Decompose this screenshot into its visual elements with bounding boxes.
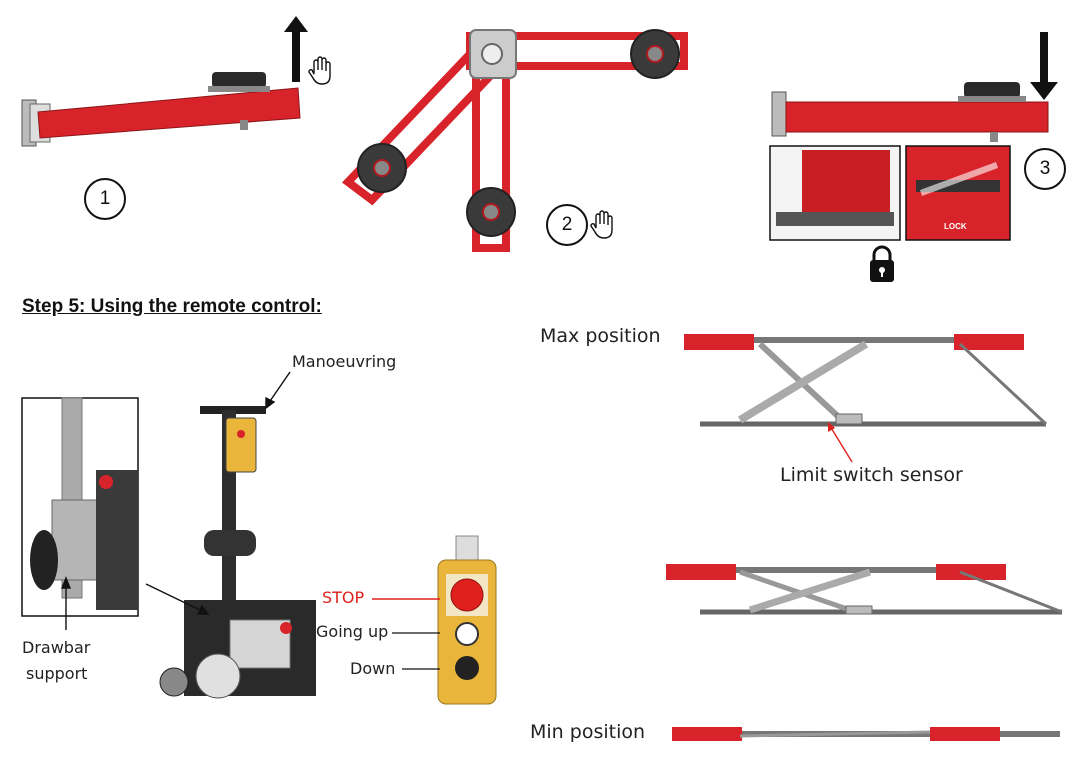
- padlock-icon: [870, 245, 894, 282]
- going-up-label: Going up: [316, 622, 389, 641]
- lock-panel-text: LOCK: [944, 222, 967, 231]
- stop-button: [450, 578, 484, 612]
- min-position-label: Min position: [530, 721, 646, 743]
- down-arrow-icon: [1030, 32, 1058, 100]
- up-button: [455, 622, 479, 646]
- limit-switch-label: Limit switch sensor: [780, 464, 963, 486]
- lift-mid-position-diagram: [666, 564, 1063, 615]
- hand-icon: [308, 56, 331, 85]
- step-number-2: 2: [546, 204, 588, 246]
- up-arrow-icon: [284, 16, 308, 82]
- step-number-1: 1: [84, 178, 126, 220]
- pendant-control: [372, 535, 497, 705]
- down-label: Down: [350, 659, 396, 678]
- manoeuvring-label: Manoeuvring: [292, 352, 397, 371]
- lift-max-position-diagram: [684, 334, 1048, 463]
- section-heading: Step 5: Using the remote control:: [22, 296, 322, 317]
- max-position-label: Max position: [540, 325, 661, 347]
- figure-2-arm-swing: [341, 29, 688, 252]
- pointer-arrows: [60, 371, 291, 630]
- step-number-3: 3: [1024, 148, 1066, 190]
- remote-control-unit: [21, 397, 316, 699]
- figure-1-arm-raise: [21, 16, 308, 147]
- figure-3-arm-lower: [769, 32, 1058, 241]
- down-button: [455, 656, 479, 680]
- stop-label: STOP: [322, 588, 365, 607]
- hand-icon: [590, 210, 613, 239]
- drawbar-label-line2: support: [26, 664, 88, 683]
- drawbar-label-line1: Drawbar: [22, 638, 91, 657]
- lift-min-position-diagram: [672, 727, 1060, 741]
